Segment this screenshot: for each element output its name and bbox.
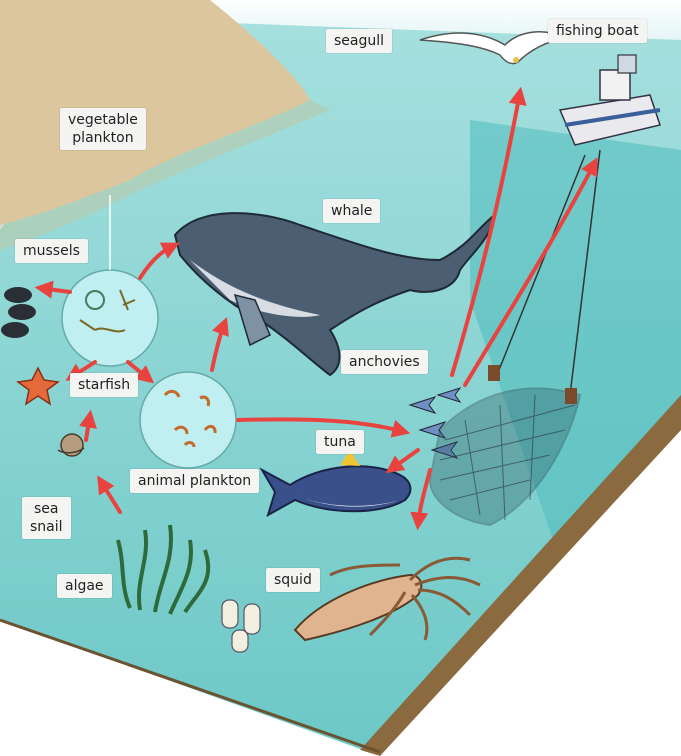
label-squid: squid <box>266 568 320 592</box>
label-vegetable-plankton-line1: vegetable <box>68 111 138 129</box>
label-fishing-boat: fishing boat <box>548 19 647 43</box>
label-algae: algae <box>57 574 112 598</box>
label-sea-snail-line2: snail <box>30 518 63 536</box>
label-sea-snail-line1: sea <box>30 500 63 518</box>
label-whale: whale <box>323 199 380 223</box>
label-anchovies: anchovies <box>341 350 428 374</box>
label-sea-snail: sea snail <box>22 497 71 539</box>
label-seagull: seagull <box>326 29 392 53</box>
label-mussels: mussels <box>15 239 88 263</box>
label-tuna: tuna <box>316 430 364 454</box>
label-vegetable-plankton: vegetable plankton <box>60 108 146 150</box>
label-vegetable-plankton-line2: plankton <box>68 129 138 147</box>
label-starfish: starfish <box>70 373 138 397</box>
animal-plankton-icon <box>140 372 236 468</box>
label-animal-plankton: animal plankton <box>130 469 259 493</box>
